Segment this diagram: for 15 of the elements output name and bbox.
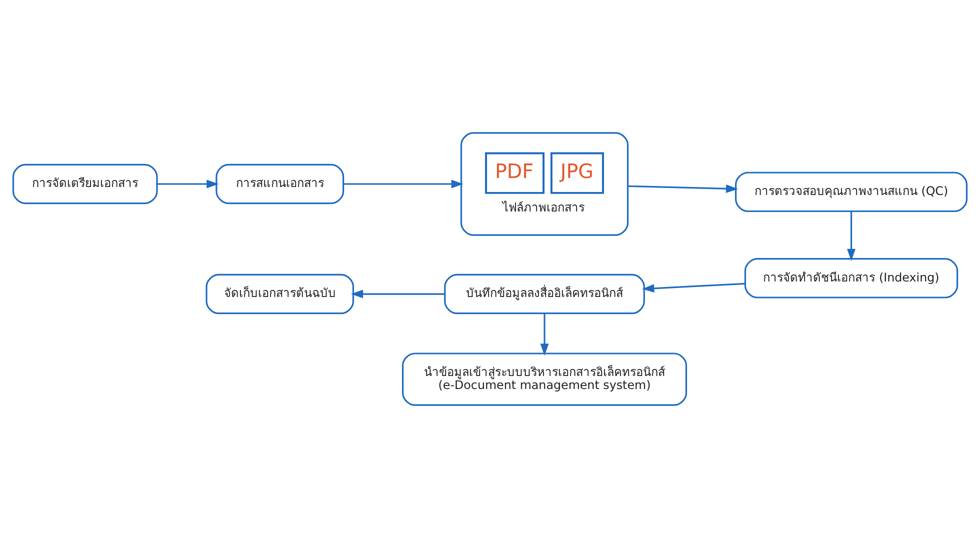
node-box: การสแกนเอกสาร (216, 163, 344, 204)
node-box: การจัดทำดัชนีเอกสาร (Indexing) (744, 258, 958, 298)
arrow (343, 179, 464, 188)
node-box: นำข้อมูลเข้าสู่ระบบบริหารเอกสารอิเล็คทรอนิกส์ (e-Document management system) (402, 352, 688, 406)
arrow (157, 179, 219, 188)
arrow (847, 210, 856, 261)
node-box: บันทึกข้อมูลลงสื่ออิเล็คทรอนิกส์ (444, 273, 645, 314)
arrow (628, 184, 738, 192)
node-box: จัดเก็บเอกสารต้นฉบับ (206, 273, 354, 314)
node-box: PDF JPG ไฟล์ภาพเอกสาร (460, 132, 629, 236)
node-box: การตรวจสอบคุณภาพงานสแกน (QC) (735, 171, 968, 212)
node-box: การจัดเตรียมเอกสาร (12, 163, 158, 204)
arrow (642, 282, 746, 292)
arrow (540, 312, 549, 356)
arrow (350, 289, 445, 298)
